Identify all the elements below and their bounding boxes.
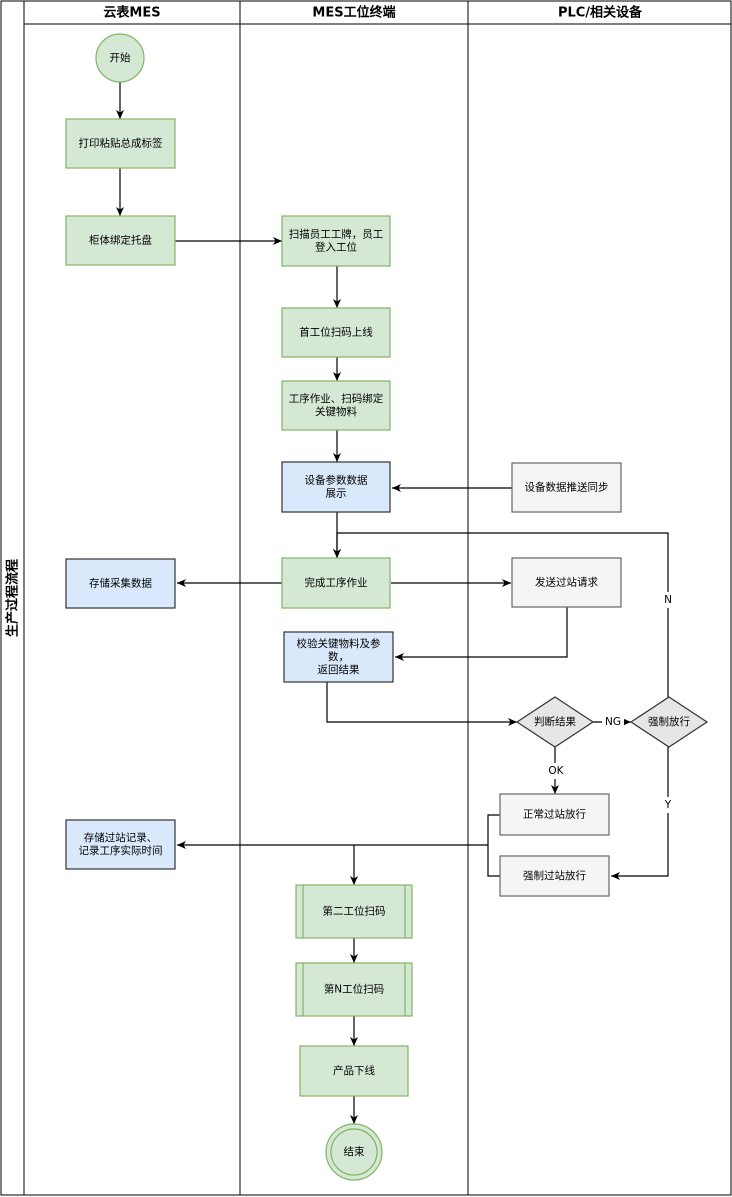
node-print-label: 打印粘贴总成标签 xyxy=(65,118,176,169)
node-label: 首工位扫码上线 xyxy=(299,326,373,339)
node-end: 结束 xyxy=(325,1123,383,1181)
node-label: 强制放行 xyxy=(648,715,690,728)
node-device-sync: 设备数据推送同步 xyxy=(511,462,622,513)
node-label: 设备数据推送同步 xyxy=(525,481,609,494)
node-finish-work: 完成工序作业 xyxy=(281,557,391,609)
node-label: 展示 xyxy=(326,488,347,500)
node-label: 发送过站请求 xyxy=(535,576,598,589)
node-label: 结束 xyxy=(344,1145,365,1158)
node-bind-pallet: 柜体绑定托盘 xyxy=(65,215,176,266)
node-label: 工序作业、扫码绑定 xyxy=(289,392,384,405)
lane-title-mes-terminal: MES工位终端 xyxy=(312,5,395,21)
edge-label-n: N xyxy=(664,594,672,606)
flow-nodes: 开始打印粘贴总成标签柜体绑定托盘扫描员工工牌，员工登入工位首工位扫码上线工序作业… xyxy=(65,33,709,1181)
node-judge: 判断结果 xyxy=(515,696,595,748)
node-label: 校验关键物料及参 xyxy=(297,637,381,650)
node-label: 完成工序作业 xyxy=(305,576,368,589)
node-start: 开始 xyxy=(95,33,145,83)
edge-forcepass-to-join xyxy=(487,845,500,877)
node-label: 设备参数数据 xyxy=(305,474,368,487)
node-nth-station: 第N工位扫码 xyxy=(295,962,413,1017)
node-first-station: 首工位扫码上线 xyxy=(281,307,391,358)
edge-label-ok: OK xyxy=(548,765,564,777)
node-store-collect: 存储采集数据 xyxy=(65,558,176,609)
connectors xyxy=(116,82,669,1124)
node-label: 记录工序实际时间 xyxy=(79,844,163,857)
node-label: 数， xyxy=(328,650,349,663)
edge-normal-to-record xyxy=(177,814,500,849)
node-label: 返回结果 xyxy=(318,663,360,676)
node-send-request: 发送过站请求 xyxy=(511,557,622,608)
edge-request-to-verify xyxy=(395,607,568,661)
edge-verify-to-judge xyxy=(326,682,517,726)
node-label: 存储过站记录、 xyxy=(84,831,158,844)
node-label: 存储采集数据 xyxy=(89,577,152,590)
lane-title-plc-equipment: PLC/相关设备 xyxy=(558,5,643,21)
node-label: 打印粘贴总成标签 xyxy=(79,137,163,150)
node-normal-pass: 正常过站放行 xyxy=(499,793,610,836)
pool-title: 生产过程流程 xyxy=(5,559,21,637)
node-label: 强制过站放行 xyxy=(523,869,586,882)
node-label: 判断结果 xyxy=(534,715,576,728)
node-product-off: 产品下线 xyxy=(299,1045,409,1097)
node-label: 第N工位扫码 xyxy=(324,983,384,996)
edge-label-y: Y xyxy=(664,799,672,811)
node-label: 关键物料 xyxy=(315,405,357,418)
node-label: 开始 xyxy=(110,51,131,64)
lane-title-cloud-mes: 云表MES xyxy=(103,5,160,21)
node-label: 扫描员工工牌，员工 xyxy=(289,228,384,241)
node-second-station: 第二工位扫码 xyxy=(295,884,413,939)
node-label: 产品下线 xyxy=(333,1064,375,1077)
node-store-record: 存储过站记录、记录工序实际时间 xyxy=(65,819,176,870)
edge-labels: NG OK N Y xyxy=(546,592,675,813)
node-label: 登入工位 xyxy=(315,241,357,254)
edge-label-ng: NG xyxy=(605,716,621,728)
node-label: 柜体绑定托盘 xyxy=(89,234,152,247)
node-force-pass: 强制过站放行 xyxy=(499,855,610,897)
edge-force-n-loop xyxy=(333,532,669,697)
node-label: 第二工位扫码 xyxy=(323,905,386,918)
edge-force-y-to-forcepass xyxy=(611,747,669,880)
node-label: 正常过站放行 xyxy=(523,808,586,821)
node-force-decision: 强制放行 xyxy=(629,696,709,748)
